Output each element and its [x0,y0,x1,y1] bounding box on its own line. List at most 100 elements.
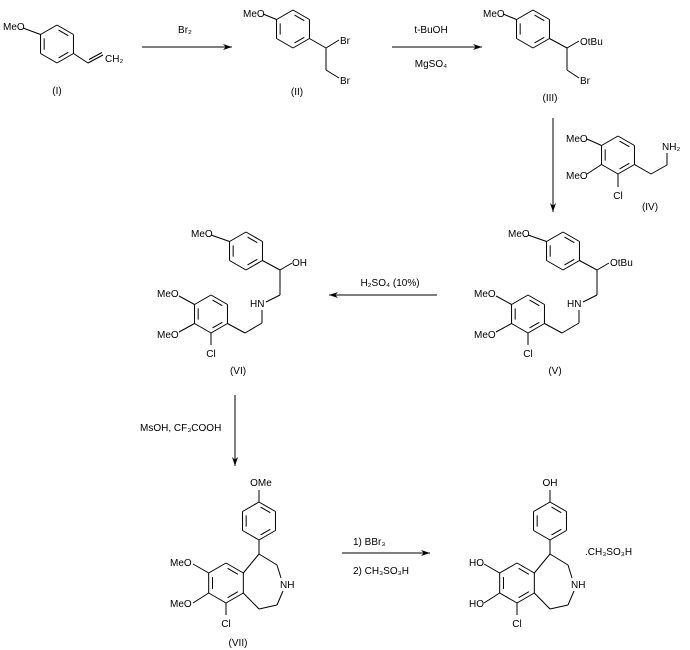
ring-bond [562,260,580,271]
bond [527,234,547,242]
compound-VI: MeO OH HN MeO MeO Cl (VI) [157,229,307,377]
reagent-step6-bottom: 2) CH₃SO₃H [353,566,409,577]
ring-bond [527,323,545,334]
ring-double-bond [619,140,630,148]
bond [73,53,89,64]
atom-label: NH [280,580,294,591]
atom-label: MeO [243,9,265,20]
ring-double-bond [247,236,258,244]
ring-double-bond [564,236,575,244]
reagent-step2-top: t-BuOH [414,25,447,36]
reagent-step4: H₂SO₄ (10%) [360,278,419,289]
arrowhead-icon [223,44,232,50]
arrowhead-icon [550,203,556,212]
compound-VII: OMe NH MeO MeO Cl (VII) [170,478,294,649]
reagent-step5: MsOH, CF₃COOH [140,423,221,434]
compound-label: (VI) [230,366,246,377]
double-bond [88,52,103,60]
ring-bond [208,562,227,574]
ring-bond [40,53,58,64]
bond [544,323,563,334]
atom-label: MeO [191,229,213,240]
ring-bond [276,38,294,49]
bond [634,164,652,175]
atom-label: HO [469,599,484,610]
ring-bond [225,592,244,604]
bond [192,592,209,604]
compound-product: OH NH HO HO Cl .CH₃SO₃H [469,478,632,630]
bond [567,590,575,606]
ring-double-bond [619,162,630,170]
ring-double-bond [551,506,562,514]
bond [262,260,281,271]
bond [87,54,104,64]
compound-label: (I) [52,86,61,97]
atom-label: NH₂ [662,142,680,153]
ring-double-bond [294,36,305,44]
bond [22,27,41,35]
atom-label: Br [340,36,351,47]
arrowhead-icon [329,292,338,298]
atom-label: Br [340,76,351,87]
compound-label: (IV) [642,202,658,213]
atom-label: Cl [206,349,215,360]
bond [502,13,517,20]
ring-double-bond [260,506,271,514]
ring-bond [601,135,619,146]
ring-bond [242,530,260,541]
compound-III: MeO OtBu Br (III) [483,9,603,104]
ring-bond [601,164,619,175]
bond [561,322,580,334]
ring-bond [276,9,294,20]
ring-double-bond [529,299,540,307]
ring-bond [511,294,529,305]
ring-bond [562,231,580,242]
atom-label: OtBu [580,37,603,48]
bond [567,564,573,579]
atom-label: MeO [170,558,192,569]
ring-bond [242,501,260,512]
bond [265,294,281,303]
ring-bond [516,9,534,20]
ring-bond [499,562,518,574]
bond [210,234,230,242]
arrowhead-icon [473,44,482,50]
reagent-step6-top: 1) BBr₃ [353,537,385,548]
ring-bond [549,501,567,512]
atom-label: CH₂ [105,54,123,65]
atom-label: MeO [157,289,179,300]
bond [325,39,340,49]
ring-bond [527,294,545,305]
bond [242,553,260,574]
ring-bond [292,38,310,49]
atom-label: MeO [3,22,25,33]
bond [549,553,569,566]
atom-label: HO [469,558,484,569]
ring-double-bond [260,528,271,536]
bond [276,590,284,606]
ring-double-bond [294,14,305,22]
arrowhead-icon [421,550,430,556]
bond [192,563,209,574]
atom-label: OH [292,258,307,269]
ring-double-bond [551,528,562,536]
ring-bond [532,9,550,20]
ring-bond [229,231,247,242]
arrowhead-icon [232,457,238,466]
ring-bond [194,323,212,334]
compound-label: (VII) [229,638,248,649]
atom-label: Cl [512,619,521,630]
atom-label: MeO [170,599,192,610]
ring-bond [208,592,227,604]
ring-double-bond [534,36,545,44]
bond [495,323,512,333]
compound-label: (II) [291,87,303,98]
bond [586,138,602,146]
bond [227,323,246,334]
bond [483,592,500,604]
ring-double-bond [212,321,223,329]
bond [566,40,580,49]
atom-label: OH [543,478,558,489]
ring-double-bond [518,591,530,599]
